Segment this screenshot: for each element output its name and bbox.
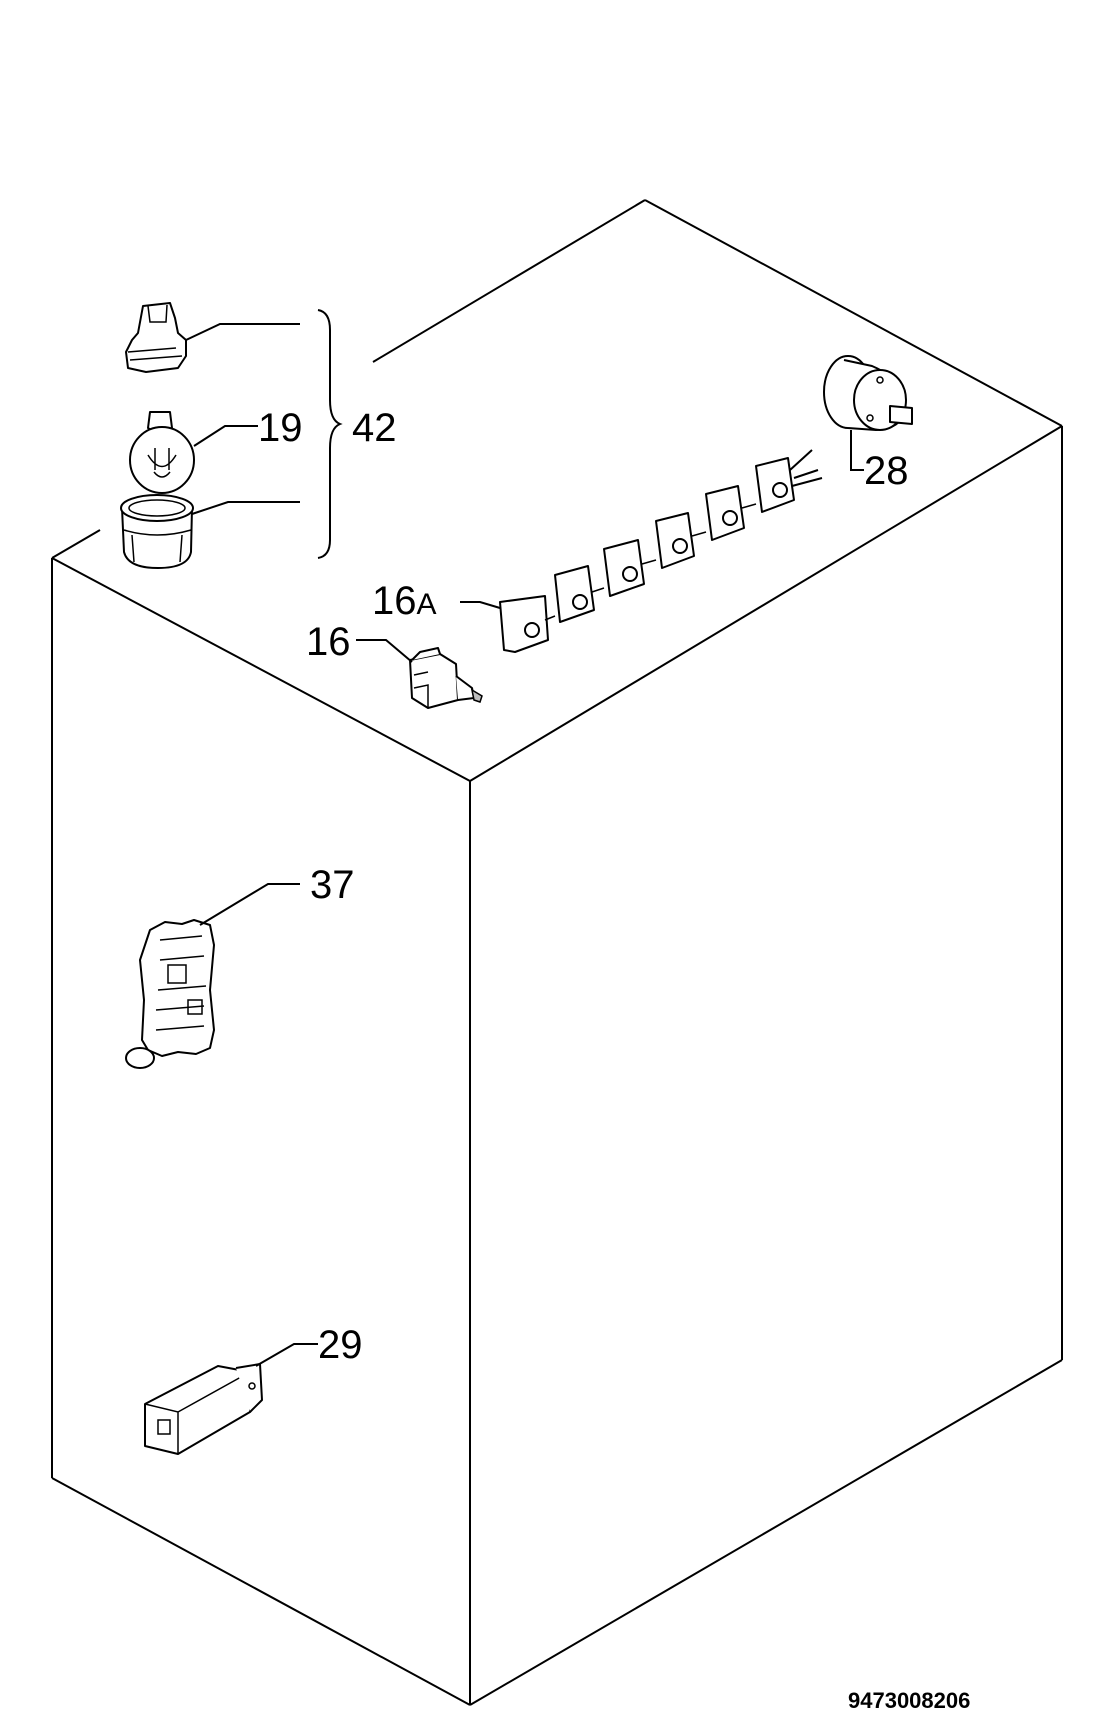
callout-16: 16: [306, 620, 351, 664]
relay-leader: [255, 1343, 318, 1367]
callout-37: 37: [310, 863, 355, 907]
drawing-number: 9473008206: [848, 1688, 970, 1713]
callout-42: 42: [352, 406, 397, 450]
callout-16a: 16A: [372, 579, 437, 623]
starter-relay-icon: [144, 1363, 263, 1455]
mounting-bracket-icon: [125, 919, 215, 1069]
push-switch-block-icon: [499, 449, 823, 653]
lamp-leaders: [185, 323, 300, 515]
callout-19: 19: [258, 406, 303, 450]
callout-16a-suffix: A: [417, 588, 437, 621]
door-switch-leader: [356, 639, 413, 663]
thermostat-leader: [850, 430, 864, 471]
callout-29: 29: [318, 1323, 363, 1367]
bracket-leader: [199, 883, 300, 926]
door-switch-icon: [409, 647, 483, 709]
thermostat-knob-icon: [823, 355, 913, 431]
lamp-cap-icon: [120, 494, 194, 569]
light-bulb-icon: [129, 411, 195, 494]
lamp-holder-icon: [125, 302, 187, 373]
callout-16a-number: 16: [372, 579, 417, 623]
cabinet-outline: [51, 199, 1063, 1706]
switch-row-leader: [460, 601, 501, 609]
callout-28: 28: [864, 449, 909, 493]
group-brace: [317, 309, 343, 559]
